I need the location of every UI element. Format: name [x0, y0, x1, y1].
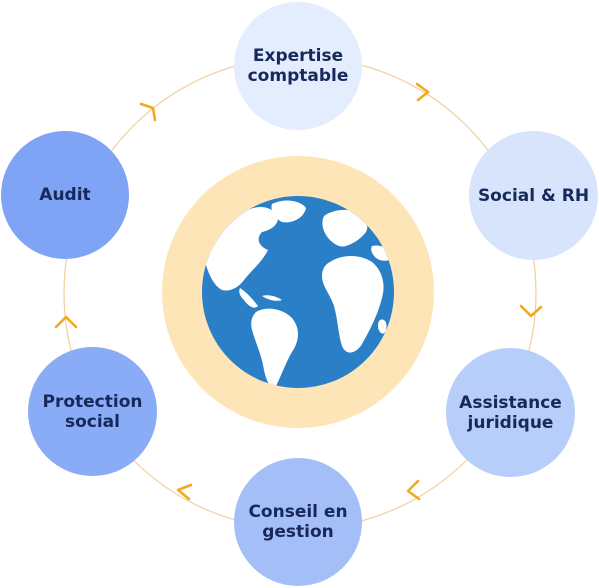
node-label-line: Conseil en [248, 502, 348, 522]
arrow-chevron-2 [519, 304, 543, 318]
arrow-chevron-4 [176, 483, 193, 501]
node-label-line: Expertise [252, 46, 344, 66]
node-label-line: Assistance [459, 392, 562, 413]
arrow-chevron-1 [415, 82, 430, 102]
node-label-line: social [64, 411, 120, 432]
node-label-line: comptable [247, 66, 349, 86]
arrow-chevron-6 [139, 102, 157, 122]
node-expertise-comptable[interactable]: Expertise comptable [234, 2, 362, 130]
node-audit[interactable]: Audit [1, 131, 129, 259]
node-conseil-en-gestion-label: Conseil en gestion [248, 502, 347, 542]
node-label-line: gestion [262, 522, 334, 542]
arrow-chevron-3 [406, 479, 421, 501]
node-assistance-juridique[interactable]: Assistance juridique [446, 348, 575, 477]
node-protection-social-label: Protection social [43, 392, 143, 432]
globe-landmasses [204, 198, 394, 387]
node-label-line: juridique [467, 412, 554, 433]
node-audit-label: Audit [39, 185, 91, 205]
node-expertise-comptable-label: Expertise comptable [248, 46, 349, 86]
node-label-line: Protection [42, 391, 143, 412]
node-social-rh[interactable]: Social & RH [469, 131, 598, 260]
node-assistance-juridique-label: Assistance juridique [459, 393, 562, 433]
node-social-rh-label: Social & RH [477, 185, 590, 206]
node-protection-social[interactable]: Protection social [28, 347, 157, 476]
arrow-chevron-5 [54, 315, 78, 329]
node-conseil-en-gestion[interactable]: Conseil en gestion [234, 458, 362, 586]
